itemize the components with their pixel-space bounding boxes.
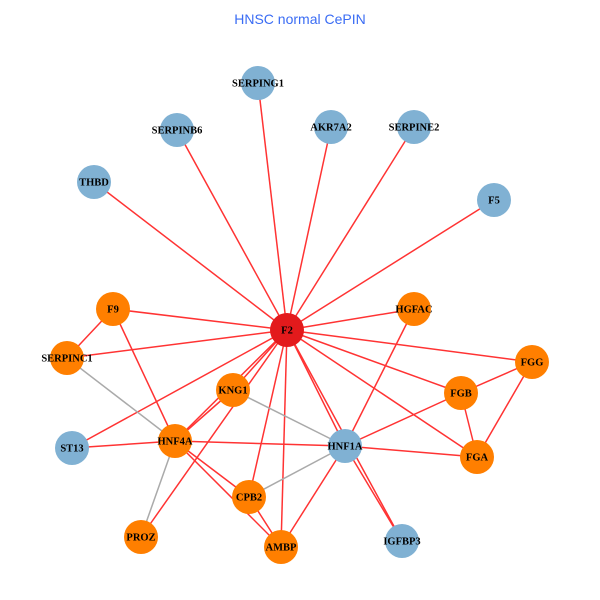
node-KNG1[interactable]: KNG1 (216, 373, 250, 407)
node-circle (96, 292, 130, 326)
node-label: F5 (488, 196, 500, 207)
edge-HNF1A-FGA (344, 445, 478, 458)
edge-F2-SERPINB6 (176, 129, 288, 331)
edge-F2-CPB2 (248, 329, 288, 498)
node-F2[interactable]: F2 (270, 313, 304, 347)
edge-F2-SERPINE2 (286, 126, 415, 331)
node-label: FGG (521, 358, 544, 369)
node-PROZ[interactable]: PROZ (124, 520, 158, 554)
node-CPB2[interactable]: CPB2 (232, 480, 266, 514)
node-label: HNF1A (328, 442, 363, 453)
node-circle (397, 110, 431, 144)
node-circle (158, 424, 192, 458)
node-label: KNG1 (218, 386, 247, 397)
edge-SERPINC1-HNF4A (66, 357, 176, 442)
node-HNF4A[interactable]: HNF4A (158, 424, 193, 458)
node-label: FGB (450, 389, 472, 400)
edge-F9-HNF4A (112, 308, 176, 442)
edge-F2-HNF1A (286, 329, 346, 447)
node-FGG[interactable]: FGG (515, 345, 549, 379)
node-THBD[interactable]: THBD (77, 165, 111, 199)
edge-F2-ST13 (71, 329, 288, 449)
node-label: HNF4A (158, 437, 193, 448)
edge-F2-F9 (112, 308, 288, 331)
edge-HNF4A-AMBP (174, 440, 282, 548)
chart-title: HNSC normal CePIN (234, 11, 366, 27)
node-label: HGFAC (395, 305, 432, 316)
node-label: AKR7A2 (310, 123, 351, 134)
edge-F2-FGG (286, 329, 533, 363)
node-label: AMBP (266, 543, 297, 554)
node-circle (264, 530, 298, 564)
node-SERPING1[interactable]: SERPING1 (232, 66, 284, 100)
edge-F2-FGB (286, 329, 462, 394)
node-label: FGA (466, 453, 489, 464)
edges-layer (66, 82, 533, 548)
node-IGFBP3[interactable]: IGFBP3 (383, 524, 421, 558)
edge-F2-PROZ (140, 329, 288, 538)
node-SERPINB6[interactable]: SERPINB6 (152, 113, 203, 147)
edge-CPB2-HNF1A (248, 445, 346, 498)
node-circle (444, 376, 478, 410)
edge-F2-HGFAC (286, 308, 415, 331)
edge-HNF1A-AMBP (280, 445, 346, 548)
edge-F2-THBD (93, 181, 288, 331)
node-label: THBD (79, 178, 109, 189)
node-circle (77, 165, 111, 199)
edge-KNG1-HNF1A (232, 389, 346, 447)
edge-F2-AKR7A2 (286, 126, 332, 331)
node-circle (328, 429, 362, 463)
node-circle (160, 113, 194, 147)
edge-FGG-FGA (476, 361, 533, 458)
edge-HNF4A-HNF1A (174, 440, 346, 447)
node-AMBP[interactable]: AMBP (264, 530, 298, 564)
edge-F2-SERPING1 (257, 82, 288, 331)
node-label: PROZ (126, 533, 155, 544)
node-ST13[interactable]: ST13 (55, 431, 89, 465)
edge-F2-SERPINC1 (66, 329, 288, 359)
node-circle (124, 520, 158, 554)
edge-HNF1A-FGB (344, 392, 462, 447)
node-HGFAC[interactable]: HGFAC (395, 292, 433, 326)
edge-HNF1A-IGFBP3 (344, 445, 403, 542)
edge-F2-FGA (286, 329, 478, 458)
node-circle (385, 524, 419, 558)
node-circle (314, 110, 348, 144)
node-label: IGFBP3 (383, 537, 420, 548)
node-AKR7A2[interactable]: AKR7A2 (310, 110, 352, 144)
node-circle (460, 440, 494, 474)
node-label: F2 (281, 326, 293, 337)
node-circle (50, 341, 84, 375)
node-circle (397, 292, 431, 326)
node-label: SERPINC1 (41, 354, 92, 365)
edge-ST13-HNF4A (71, 440, 176, 449)
node-circle (55, 431, 89, 465)
node-label: SERPING1 (232, 79, 284, 90)
node-label: SERPINB6 (152, 126, 203, 137)
node-F5[interactable]: F5 (477, 183, 511, 217)
node-SERPINE2[interactable]: SERPINE2 (389, 110, 440, 144)
edge-HNF1A-HGFAC (344, 308, 415, 447)
node-label: F9 (107, 305, 119, 316)
node-label: SERPINE2 (389, 123, 440, 134)
node-circle (515, 345, 549, 379)
node-circle (232, 480, 266, 514)
node-circle (270, 313, 304, 347)
node-F9[interactable]: F9 (96, 292, 130, 326)
edge-F2-AMBP (280, 329, 288, 548)
node-label: ST13 (60, 444, 83, 455)
edge-F2-F5 (286, 199, 495, 331)
node-circle (216, 373, 250, 407)
node-FGA[interactable]: FGA (460, 440, 494, 474)
node-FGB[interactable]: FGB (444, 376, 478, 410)
node-label: CPB2 (236, 493, 262, 504)
node-circle (477, 183, 511, 217)
node-circle (241, 66, 275, 100)
node-HNF1A[interactable]: HNF1A (328, 429, 363, 463)
node-SERPINC1[interactable]: SERPINC1 (41, 341, 93, 375)
